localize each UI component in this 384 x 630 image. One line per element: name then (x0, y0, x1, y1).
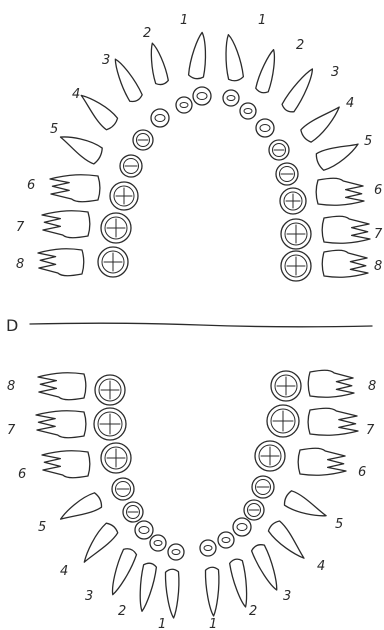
lower-right-number-1: 1 (209, 617, 217, 630)
upper-left-number-7: 7 (16, 220, 25, 235)
upper-right-crown-4 (269, 140, 289, 160)
lower-left-crown-1 (95, 375, 125, 405)
lower-left-number-1: 1 (158, 617, 166, 630)
upper-right-crown-6 (280, 188, 306, 214)
lower-left-crown-3 (101, 443, 131, 473)
lower-left-number-8: 8 (7, 379, 15, 394)
upper-right-number-6: 6 (374, 183, 382, 198)
upper-right-crown-5 (276, 163, 298, 185)
lower-right-number-6: 6 (358, 465, 366, 480)
upper-right-crown-7 (281, 219, 311, 249)
upper-left-crown-8 (98, 247, 128, 277)
upper-left-number-8: 8 (16, 257, 24, 272)
upper-left-number-4: 4 (72, 87, 80, 102)
upper-right-number-8: 8 (374, 259, 382, 274)
lower-right-number-7: 7 (366, 423, 375, 438)
lower-left-number-2: 2 (118, 604, 126, 619)
upper-left-crown-7 (101, 213, 131, 243)
divider-label: D (6, 316, 18, 335)
upper-right-crown-8 (281, 251, 311, 281)
upper-right-number-3: 3 (331, 65, 339, 80)
upper-right-number-7: 7 (374, 227, 383, 242)
lower-left-number-7: 7 (7, 423, 16, 438)
upper-left-crown-4 (133, 130, 153, 150)
lower-left-number-3: 3 (85, 589, 93, 604)
lower-right-number-8: 8 (368, 379, 376, 394)
lower-right-number-3: 3 (283, 589, 291, 604)
upper-left-crown-6 (110, 182, 138, 210)
lower-left-number-5: 5 (38, 520, 46, 535)
upper-right-number-1: 1 (258, 13, 266, 28)
lower-left-crown-5 (123, 502, 143, 522)
upper-left-number-3: 3 (102, 53, 110, 68)
lower-right-number-4: 4 (317, 559, 325, 574)
upper-left-crown-5 (120, 155, 142, 177)
lower-right-crown-5 (244, 500, 264, 520)
lower-right-crown-3 (255, 441, 285, 471)
lower-left-crown-4 (112, 478, 134, 500)
lower-right-number-2: 2 (249, 604, 257, 619)
upper-left-number-5: 5 (50, 122, 58, 137)
lower-right-crown-4 (252, 476, 274, 498)
lower-left-number-6: 6 (18, 467, 26, 482)
upper-left-number-6: 6 (27, 178, 35, 193)
upper-right-number-2: 2 (296, 38, 304, 53)
lower-right-number-5: 5 (335, 517, 343, 532)
upper-right-number-4: 4 (346, 96, 354, 111)
upper-left-number-1: 1 (180, 13, 188, 28)
lower-right-crown-1 (271, 371, 301, 401)
upper-left-number-2: 2 (143, 26, 151, 41)
lower-left-number-4: 4 (60, 564, 68, 579)
upper-right-number-5: 5 (364, 134, 372, 149)
